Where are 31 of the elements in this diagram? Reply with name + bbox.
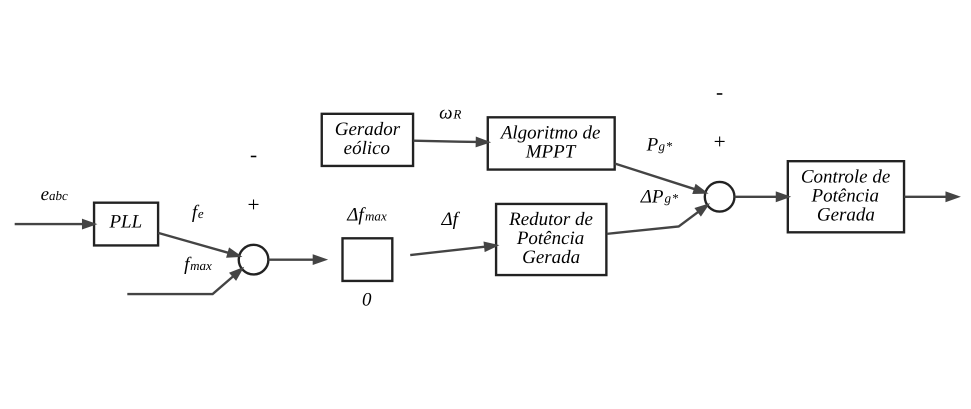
edge-label: ωR [438, 102, 461, 124]
node-box: Controle de Potência Gerada [786, 160, 905, 234]
node-box: PLL [92, 202, 159, 247]
edge-label: eabc [40, 184, 68, 206]
label: + [713, 130, 726, 154]
node-label: 0 [362, 290, 372, 311]
node-circle [237, 244, 270, 276]
label: - [250, 142, 257, 167]
arrow [268, 254, 328, 266]
node-label: Δfmax [346, 204, 386, 226]
edge-label: fmax [184, 254, 212, 276]
arrow [606, 203, 710, 236]
arrow [126, 266, 244, 296]
edge-label: Δf [441, 209, 458, 230]
node-circle [703, 180, 736, 213]
arrow [410, 241, 499, 256]
arrow [734, 191, 791, 202]
node-box: Redutor de Potência Gerada [494, 202, 608, 276]
arrow [157, 232, 242, 258]
arrow [412, 136, 491, 148]
label: + [247, 192, 260, 216]
arrow [904, 191, 960, 202]
edge-label: Pg* [646, 134, 672, 156]
arrow [14, 218, 97, 230]
edge-label: ΔPg* [640, 186, 678, 208]
label: - [716, 80, 723, 104]
node-box [340, 237, 393, 282]
arrow [614, 162, 708, 194]
edge-label: fe [191, 202, 204, 223]
node-box: Algoritmo de MPPT [486, 116, 616, 171]
node-box: Gerador eólico [320, 112, 414, 168]
